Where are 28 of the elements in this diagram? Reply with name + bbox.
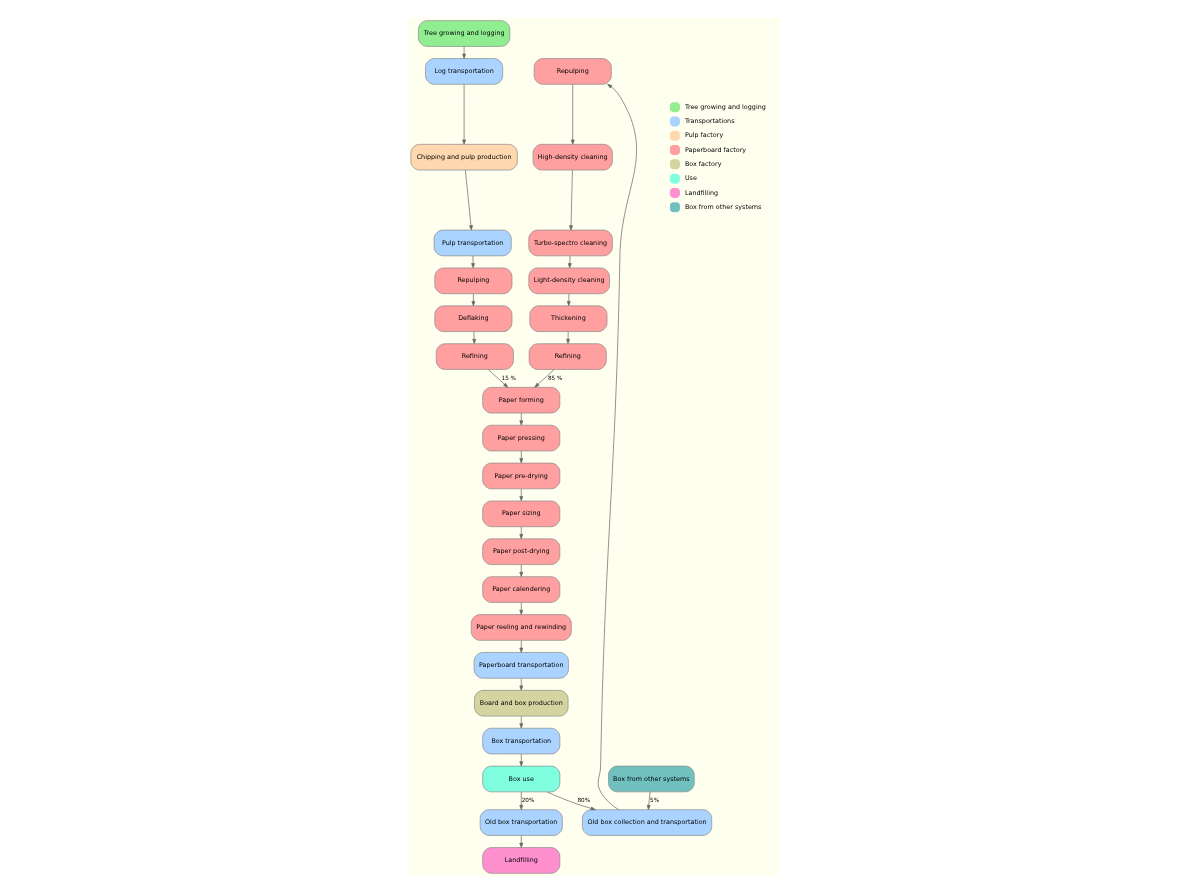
arrow xyxy=(519,602,524,615)
arrow xyxy=(534,369,555,388)
arrow xyxy=(471,255,475,269)
arrow xyxy=(519,526,524,539)
arrow xyxy=(519,715,524,729)
arrow xyxy=(465,169,473,231)
arrow xyxy=(646,791,651,810)
arrow xyxy=(519,678,524,691)
arrow xyxy=(519,564,524,577)
arrow xyxy=(519,791,524,810)
arrow xyxy=(472,331,477,344)
arrow xyxy=(519,488,524,502)
arrow xyxy=(570,84,575,145)
arrow xyxy=(566,293,571,307)
arrow xyxy=(519,835,524,848)
arrow xyxy=(471,293,476,307)
arrow xyxy=(546,791,596,811)
arrow xyxy=(519,640,524,653)
arrow xyxy=(462,46,466,59)
arrow xyxy=(597,83,637,810)
arrow xyxy=(487,369,509,388)
arrow xyxy=(519,753,524,767)
arrow xyxy=(462,84,466,145)
arrow xyxy=(567,255,572,269)
arrow xyxy=(566,331,570,344)
arrow xyxy=(519,412,524,426)
arrow xyxy=(519,450,524,464)
arrow xyxy=(569,169,573,231)
